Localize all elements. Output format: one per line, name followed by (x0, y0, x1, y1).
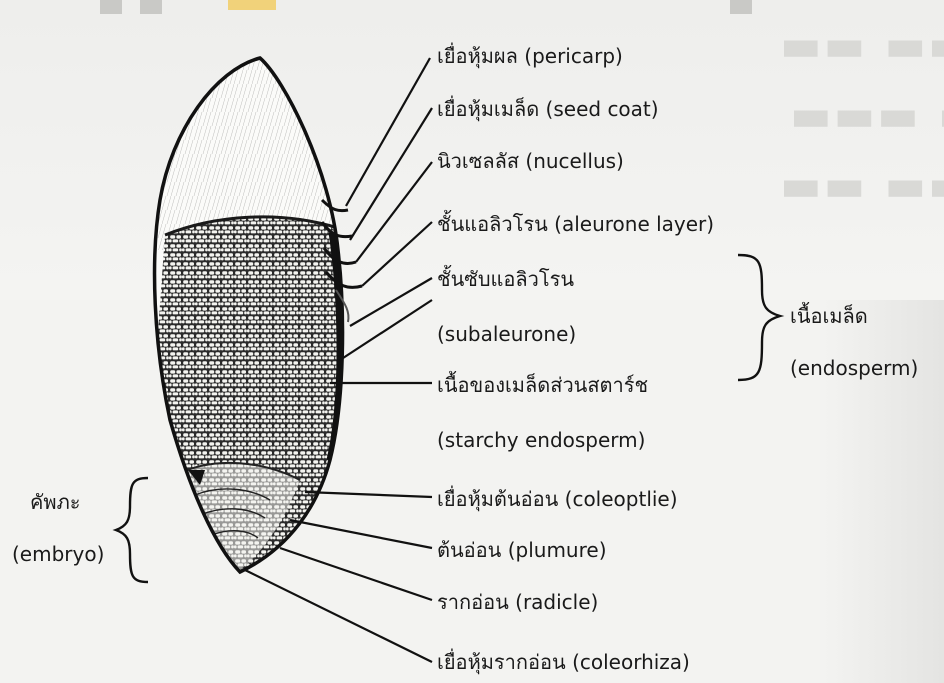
label-nucellus: นิวเซลลัส (nucellus) (437, 149, 624, 173)
endosperm-brace (738, 255, 780, 380)
label-coleorhiza: เยื่อหุ้มรากอ่อน (coleorhiza) (437, 650, 690, 674)
label-plumule: ต้นอ่อน (plumure) (437, 538, 607, 562)
label-starchy-endosperm-thai: เนื้อของเมล็ดส่วนสตาร์ช (437, 373, 648, 397)
embryo-brace (116, 478, 148, 582)
label-aleurone-layer: ชั้นแอลิวโรน (aleurone layer) (437, 212, 714, 236)
label-embryo-english: (embryo) (12, 542, 104, 566)
label-subaleurone-thai: ชั้นซับแอลิวโรน (437, 267, 574, 291)
label-seed-coat: เยื่อหุ้มเมล็ด (seed coat) (437, 97, 659, 121)
label-embryo-thai: คัพภะ (30, 490, 81, 514)
label-subaleurone-english: (subaleurone) (437, 322, 576, 346)
label-endosperm-thai: เนื้อเมล็ด (790, 304, 868, 328)
label-radicle: รากอ่อน (radicle) (437, 590, 598, 614)
label-starchy-endosperm-english: (starchy endosperm) (437, 428, 645, 452)
label-coleoptile: เยื่อหุ้มต้นอ่อน (coleoptlie) (437, 487, 678, 511)
label-endosperm-english: (endosperm) (790, 356, 918, 380)
label-pericarp: เยื่อหุ้มผล (pericarp) (437, 44, 623, 68)
